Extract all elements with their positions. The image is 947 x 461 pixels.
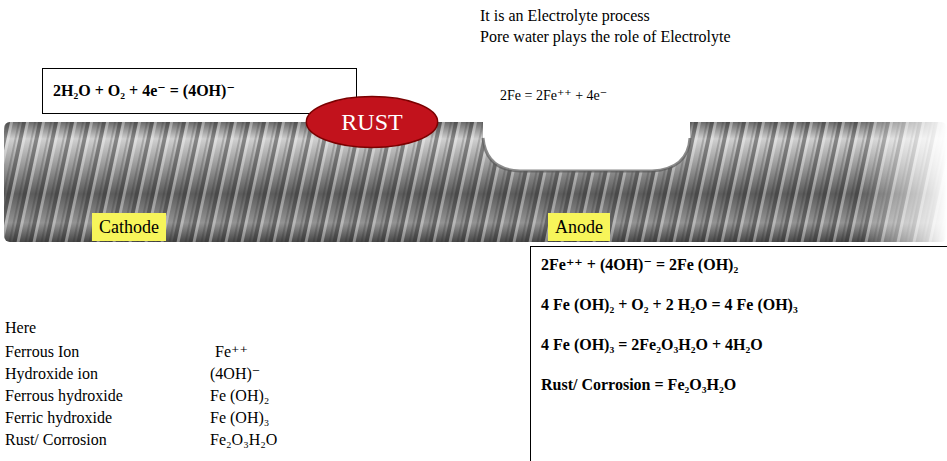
- reaction-equation: Rust/ Corrosion = Fe₂O₃H₂O: [541, 375, 947, 395]
- term-formula: Fe⁺⁺: [215, 342, 248, 362]
- corrosion-pit: [483, 118, 690, 171]
- term-name: Hydroxide ion: [5, 364, 98, 384]
- term-formula: Fe (OH)₃: [210, 408, 269, 428]
- note-text: Pore water plays the role of Electrolyte: [480, 27, 731, 47]
- reaction-equation: 2Fe⁺⁺ + (4OH)⁻ = 2Fe (OH)₂: [541, 255, 947, 275]
- reaction-equation: 4 Fe (OH)₃ = 2Fe₂O₃H₂O + 4H₂O: [541, 335, 947, 355]
- anode-equation: 2Fe = 2Fe⁺⁺ + 4e⁻: [500, 86, 607, 106]
- anode-tag: Anode: [548, 213, 610, 241]
- table-heading: Here: [5, 318, 36, 338]
- equation-box: 2H₂O + O₂ + 4e⁻ = (4OH)⁻: [42, 68, 357, 114]
- term-name: Ferric hydroxide: [5, 408, 112, 428]
- term-formula: (4OH)⁻: [210, 364, 260, 384]
- term-name: Rust/ Corrosion: [5, 430, 107, 450]
- rebar-ribs: [4, 122, 947, 242]
- rust-label: RUST: [341, 109, 402, 135]
- rust-ellipse: RUST: [305, 95, 439, 149]
- rebar-body: [4, 122, 947, 242]
- term-formula: Fe (OH)₂: [210, 386, 269, 406]
- rust-ellipse-shape: [306, 97, 437, 148]
- electrode-label: Anode: [555, 216, 603, 238]
- electrode-label: Cathode: [99, 216, 159, 238]
- reaction-equation: 4 Fe (OH)₂ + O₂ + 2 H₂O = 4 Fe (OH)₃: [541, 295, 947, 315]
- term-name: Ferrous hydroxide: [5, 386, 123, 406]
- cathode-tag: Cathode: [92, 213, 166, 241]
- note-text: It is an Electrolyte process: [480, 6, 650, 26]
- pit-edge: [483, 138, 690, 171]
- rebar-fade: [860, 118, 947, 246]
- term-formula: Fe₂O₃H₂O: [210, 430, 277, 450]
- reaction-box: 2Fe⁺⁺ + (4OH)⁻ = 2Fe (OH)₂ 4 Fe (OH)₂ + O…: [530, 246, 947, 461]
- term-name: Ferrous Ion: [5, 342, 79, 362]
- reaction-equation: 2H₂O + O₂ + 4e⁻ = (4OH)⁻: [53, 81, 346, 101]
